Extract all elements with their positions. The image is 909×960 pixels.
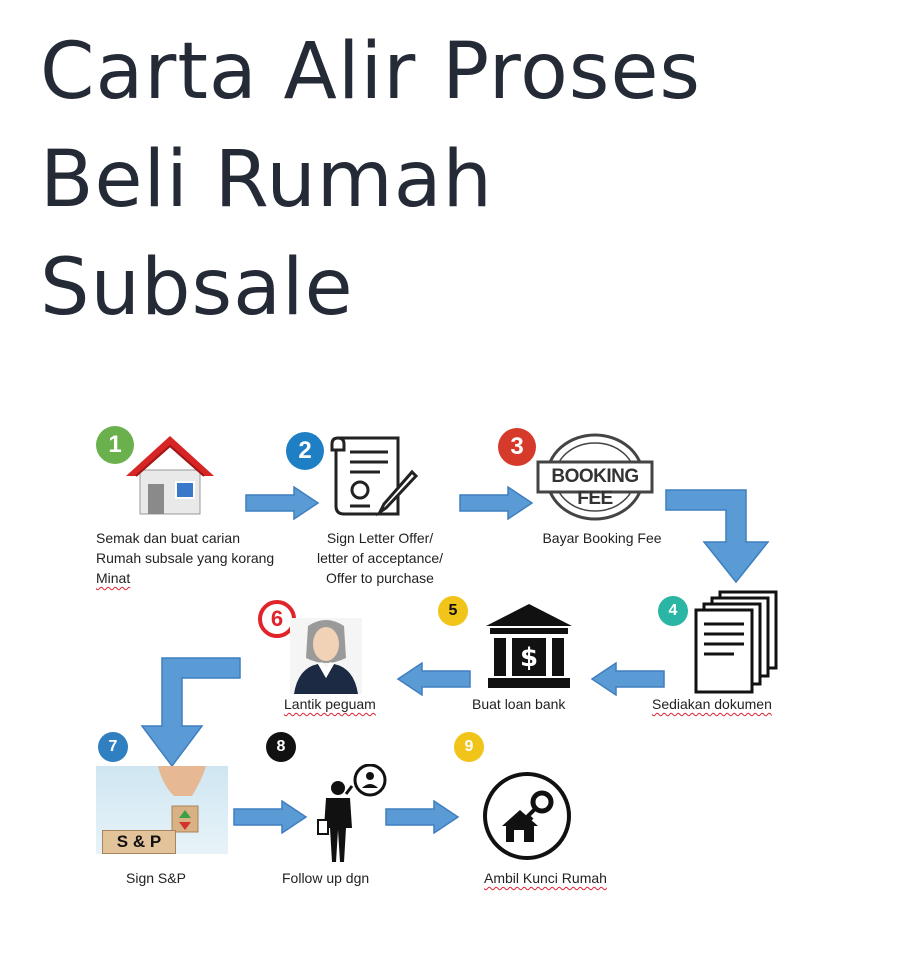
arrow-bend-down-icon xyxy=(665,489,770,584)
step-8-badge: 8 xyxy=(266,732,296,762)
svg-text:$: $ xyxy=(520,643,538,673)
step-1-label-line: Rumah subsale yang korang xyxy=(96,550,275,566)
step-4-label: Sediakan dokumen xyxy=(652,694,772,714)
step-6-label-line: Lantik peguam xyxy=(284,696,376,712)
house-icon xyxy=(126,436,214,515)
step-5-badge: 5 xyxy=(438,596,468,626)
document-signing-icon xyxy=(330,436,419,517)
step-3-label-line: Bayar Booking Fee xyxy=(542,530,662,546)
step-2-badge: 2 xyxy=(286,432,324,470)
step-6-label: Lantik peguam xyxy=(284,694,376,714)
sp-blocks-text: S & P xyxy=(102,830,176,854)
bank-icon: $ xyxy=(486,604,572,688)
step-1-label-line: Minat xyxy=(96,570,131,586)
arrow-right-icon xyxy=(459,486,534,520)
step-2-label-line: letter of acceptance/ xyxy=(316,550,444,566)
step-4-label-line: Sediakan dokumen xyxy=(652,696,772,712)
arrow-bend-down-icon xyxy=(140,657,241,768)
house-key-icon xyxy=(483,772,571,860)
arrow-left-icon xyxy=(590,662,665,696)
step-9-label: Ambil Kunci Rumah xyxy=(484,868,607,888)
booking-fee-stamp-text: BOOKING FEE xyxy=(551,466,639,509)
step-5-label-line: Buat loan bank xyxy=(472,696,566,712)
step-8-label-line: Follow up dgn xyxy=(282,870,370,886)
phone-call-icon xyxy=(317,764,387,862)
step-5-label: Buat loan bank xyxy=(472,694,565,714)
step-3-label: Bayar Booking Fee xyxy=(522,528,682,548)
sp-blocks-icon: S & P xyxy=(96,766,228,854)
step-9-label-line: Ambil Kunci Rumah xyxy=(484,870,607,886)
booking-fee-stamp-icon: BOOKING FEE xyxy=(536,432,654,522)
step-1-badge: 1 xyxy=(96,426,134,464)
title-line-1: Carta Alir Proses xyxy=(40,27,702,117)
step-3-badge: 3 xyxy=(498,428,536,466)
step-9-badge: 9 xyxy=(454,732,484,762)
arrow-right-icon xyxy=(245,486,320,520)
arrow-right-icon xyxy=(233,800,308,834)
lawyer-icon xyxy=(290,618,362,694)
step-2-label-line: Sign Letter Offer/ xyxy=(326,530,434,546)
page-title: Carta Alir Proses Beli Rumah Subsale xyxy=(40,18,880,342)
title-line-2: Beli Rumah xyxy=(40,135,493,225)
step-7-label: Sign S&P xyxy=(126,868,186,888)
title-line-3: Subsale xyxy=(40,243,354,333)
step-1-label: Semak dan buat carian Rumah subsale yang… xyxy=(96,528,274,588)
documents-stack-icon xyxy=(694,590,778,694)
arrow-left-icon xyxy=(396,662,471,696)
step-2-label: Sign Letter Offer/ letter of acceptance/… xyxy=(300,528,460,588)
step-8-label: Follow up dgn xyxy=(282,868,369,888)
step-2-label-line: Offer to purchase xyxy=(326,570,434,586)
step-4-badge: 4 xyxy=(658,596,688,626)
arrow-right-icon xyxy=(385,800,460,834)
step-7-label-line: Sign S&P xyxy=(126,870,186,886)
step-1-label-line: Semak dan buat carian xyxy=(96,530,240,546)
step-7-badge: 7 xyxy=(98,732,128,762)
